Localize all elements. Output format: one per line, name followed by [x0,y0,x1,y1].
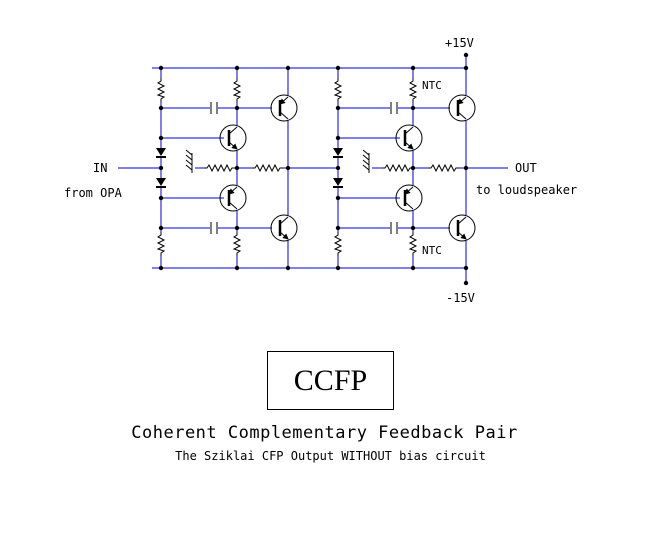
input-label: IN [93,161,107,175]
output-label: OUT [515,161,537,175]
transistors [218,93,477,243]
wires [118,55,508,283]
input-source-label: from OPA [64,186,123,200]
supply-negative-label: -15V [446,291,475,305]
ntc-label-top: NTC [422,79,442,92]
main-title: Coherent Complementary Feedback Pair [131,423,518,443]
title-box: CCFP [267,351,394,410]
ntc-label-bottom: NTC [422,244,442,257]
junction-dots [158,52,469,286]
output-destination-label: to loudspeaker [476,183,577,197]
supply-positive-label: +15V [445,36,474,50]
sub-title: The Sziklai CFP Output WITHOUT bias circ… [175,449,486,463]
